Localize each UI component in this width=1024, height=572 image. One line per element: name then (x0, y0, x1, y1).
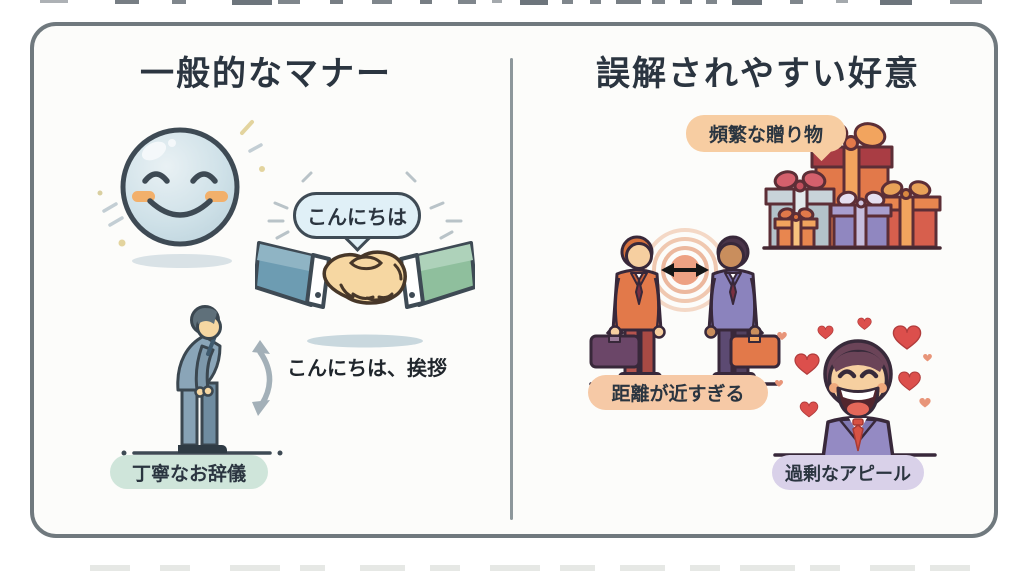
admirer-hearts-icon (773, 317, 937, 458)
businessmen-distance-icon (589, 228, 781, 386)
bow-label: 丁寧なお辞儀 (110, 455, 268, 489)
smiley-face-icon (97, 120, 265, 268)
gifts-label: 頻繁な贈り物 (686, 115, 846, 152)
handshake-icon (255, 171, 475, 348)
bowing-person-icon (121, 305, 283, 456)
cropped-text-top (40, 0, 982, 5)
greeting-speech-bubble: こんにちは (293, 192, 421, 239)
cropped-text-bottom (90, 565, 970, 571)
panel-divider (510, 58, 513, 520)
left-panel-title: 一般的なマナー (140, 54, 392, 94)
appeal-label: 過剰なアピール (772, 455, 924, 490)
handshake-caption: こんにちは、挨拶 (287, 356, 447, 380)
distance-label: 距離が近すぎる (588, 375, 768, 410)
right-panel-title: 誤解されやすい好意 (596, 54, 920, 94)
